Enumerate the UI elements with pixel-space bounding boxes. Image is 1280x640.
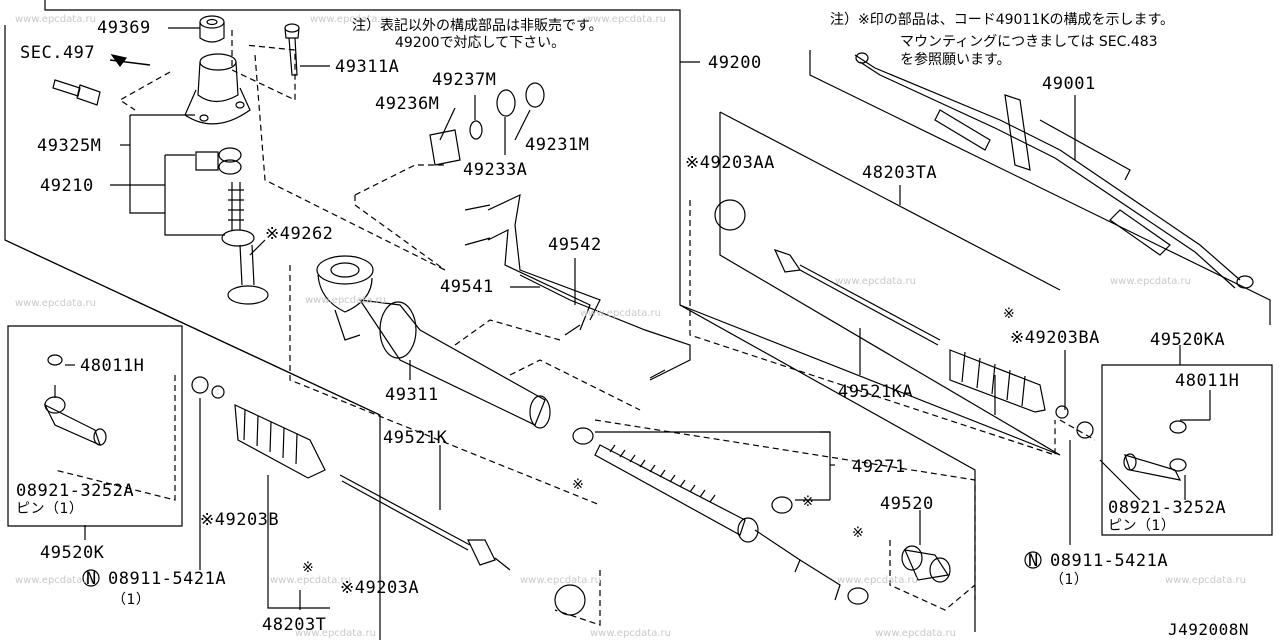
kome-mark: ※ [572,477,585,493]
note-top-right-3: を参照願います。 [900,52,1011,68]
diagram-code: J492008N [1168,620,1250,639]
watermark: www.epcdata.ru [270,575,351,586]
watermark: www.epcdata.ru [520,575,601,586]
note-top-center-1: 注）表記以外の構成部品は非販売です。 [352,18,603,34]
label-49200[interactable]: 49200 [708,53,762,73]
part-49311-gear-housing [317,256,550,428]
label-pin-left: ピン（1） [16,501,84,517]
part-49520-bushing [902,546,950,582]
label-48203TA[interactable]: 48203TA [862,163,938,183]
n-mark-left [83,570,99,586]
leader-lines [65,28,1210,610]
n-mark-right [1025,552,1041,568]
label-48011H-left[interactable]: 48011H [80,356,145,376]
watermark: www.epcdata.ru [310,14,391,25]
label-49237M[interactable]: 49237M [432,70,497,90]
label-49520KA[interactable]: 49520KA [1150,330,1226,350]
watermark: www.epcdata.ru [15,298,96,309]
watermark: www.epcdata.ru [1110,276,1191,287]
watermark: www.epcdata.ru [305,295,386,306]
label-49210[interactable]: 49210 [40,176,94,196]
kome-mark: ※ [852,525,865,541]
part-49520KA-tie-rod-end [1124,421,1186,480]
label-08911-5421A-left[interactable]: 08911-5421A [108,569,227,589]
kome-mark: ※ [1003,306,1016,322]
watermark: www.epcdata.ru [585,14,666,25]
kome-mark: ※ [302,560,315,576]
watermark: www.epcdata.ru [1165,575,1246,586]
label-08921-3252A-left[interactable]: 08921-3252A [16,481,135,501]
label-49311[interactable]: 49311 [385,385,439,405]
label-49325M[interactable]: 49325M [37,136,102,156]
label-49203BA[interactable]: ※49203BA [1010,328,1100,348]
dashed-guides [55,30,1095,625]
watermark: www.epcdata.ru [835,276,916,287]
part-valve-housing [185,54,250,124]
label-49369[interactable]: 49369 [97,18,151,38]
watermark: www.epcdata.ru [15,575,96,586]
part-49210-seals [196,148,268,304]
label-pin-right: ピン（1） [1108,518,1176,534]
label-49236M[interactable]: 49236M [375,94,440,114]
kome-mark: ※ [802,494,815,510]
label-49271[interactable]: 49271 [852,457,906,477]
part-49203B-boot [192,377,325,478]
part-49311A-bolt [285,24,299,75]
n-circle-right: N [1028,551,1039,571]
part-49541-49542-pipes [465,195,690,380]
label-08921-3252A-right[interactable]: 08921-3252A [1108,498,1227,518]
part-49001-assembly [855,53,1253,288]
part-49520K-tie-rod-end [45,355,106,445]
label-08911-5421A-right[interactable]: 08911-5421A [1050,551,1169,571]
note-top-center-2: 49200で対応して下さい。 [395,35,566,51]
label-49203A[interactable]: ※49203A [340,578,420,598]
label-49541[interactable]: 49541 [440,277,494,297]
watermark: www.epcdata.ru [590,628,671,639]
label-49520K[interactable]: 49520K [40,543,105,563]
label-49203AA[interactable]: ※49203AA [685,153,775,173]
label-qty-left: （1） [112,592,151,608]
watermark: www.epcdata.ru [295,628,376,639]
label-49521KA[interactable]: 49521KA [838,382,914,402]
part-49271-rack [573,428,868,604]
part-small-seals [430,83,544,165]
label-49001[interactable]: 49001 [1042,74,1096,94]
label-49233A[interactable]: 49233A [463,160,528,180]
watermark: www.epcdata.ru [580,308,661,319]
note-top-right-1: 注）※印の部品は、コード49011Kの構成を示します。 [830,12,1175,28]
label-49521K[interactable]: 49521K [383,428,448,448]
part-49521KA-tie-rod [775,250,940,345]
part-49325M-fitting [53,80,100,105]
part-49521K-tie-rod [340,475,510,570]
note-top-right-2: マウンティングにつきましては SEC.483 [900,34,1158,50]
part-49203BA-boot [950,350,1093,438]
label-49542[interactable]: 49542 [548,235,602,255]
part-49203A-clamp [555,200,745,615]
label-49311A[interactable]: 49311A [335,57,400,77]
label-48011H-right[interactable]: 48011H [1175,371,1240,391]
label-sec497[interactable]: SEC.497 [20,43,96,63]
label-49231M[interactable]: 49231M [525,135,590,155]
n-circle-left: N [86,569,97,589]
watermark: www.epcdata.ru [875,628,956,639]
frame-lines [5,0,1272,640]
arrow-head [112,55,126,66]
watermark: www.epcdata.ru [15,14,96,25]
label-qty-right: （1） [1050,572,1089,588]
watermark: www.epcdata.ru [837,575,918,586]
label-49520[interactable]: 49520 [880,494,934,514]
part-49369-cap [200,16,224,42]
label-49262[interactable]: ※49262 [265,224,334,244]
label-49203B[interactable]: ※49203B [200,510,280,530]
label-48203T[interactable]: 48203T [262,615,327,635]
